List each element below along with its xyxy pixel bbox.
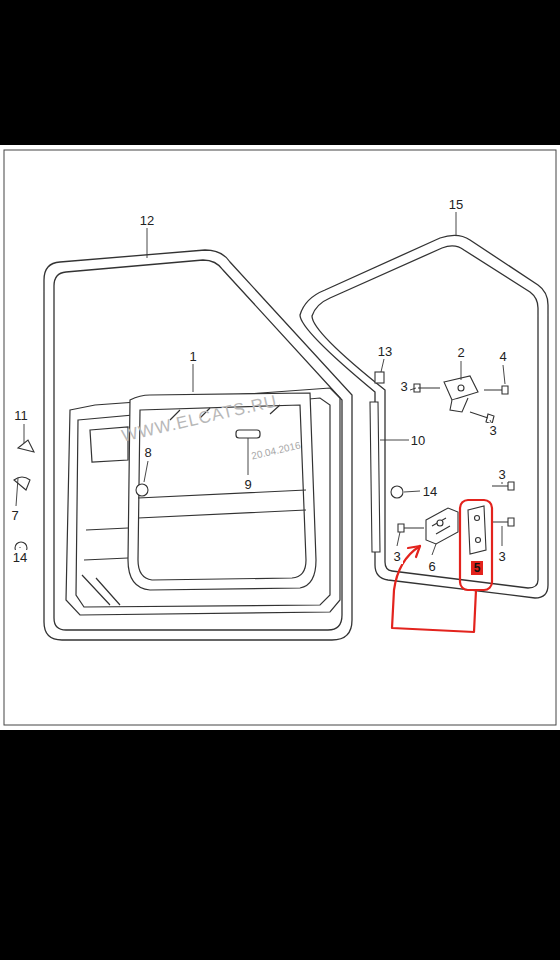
callout-number: 3 (496, 549, 507, 564)
plug-8 (136, 484, 148, 496)
callout-number: 1 (187, 349, 198, 364)
door-check-6 (426, 508, 458, 544)
diagram-panel (0, 145, 560, 730)
callout-number: 3 (487, 423, 498, 438)
diagram-frame (4, 150, 556, 725)
plug-14 (391, 486, 403, 498)
callout-number: 3 (398, 379, 409, 394)
door-seal-12 (44, 250, 352, 640)
callout-number: 12 (138, 213, 156, 228)
clip-7 (14, 477, 30, 490)
bracket-5 (468, 506, 486, 554)
callout-number: 5 (471, 561, 484, 575)
callout-number: 3 (391, 549, 402, 564)
screws-3-and-4 (398, 384, 514, 532)
callout-number: 15 (447, 197, 465, 212)
callout-number: 14 (421, 484, 439, 499)
strip-10 (370, 402, 380, 552)
red-highlight (392, 500, 492, 632)
callout-number: 4 (497, 349, 508, 364)
red-circle (460, 500, 492, 590)
clip-11 (18, 440, 34, 452)
callout-number: 9 (242, 477, 253, 492)
leader-lines (16, 212, 505, 555)
red-arrowhead (408, 546, 420, 557)
hinge-2 (375, 372, 478, 412)
callout-number: 2 (455, 345, 466, 360)
red-arrow (392, 546, 476, 632)
callout-number: 6 (426, 559, 437, 574)
frame-seal-15 (300, 235, 548, 598)
door-shell-1 (66, 388, 340, 615)
callout-number: 11 (12, 408, 30, 423)
callout-number: 14 (11, 550, 29, 565)
part-13 (375, 372, 384, 383)
callout-number: 8 (142, 445, 153, 460)
callout-number: 10 (409, 433, 427, 448)
callout-number: 3 (496, 467, 507, 482)
callout-number: 7 (9, 508, 20, 523)
callout-number: 13 (376, 344, 394, 359)
plugs-and-clips (14, 440, 403, 554)
